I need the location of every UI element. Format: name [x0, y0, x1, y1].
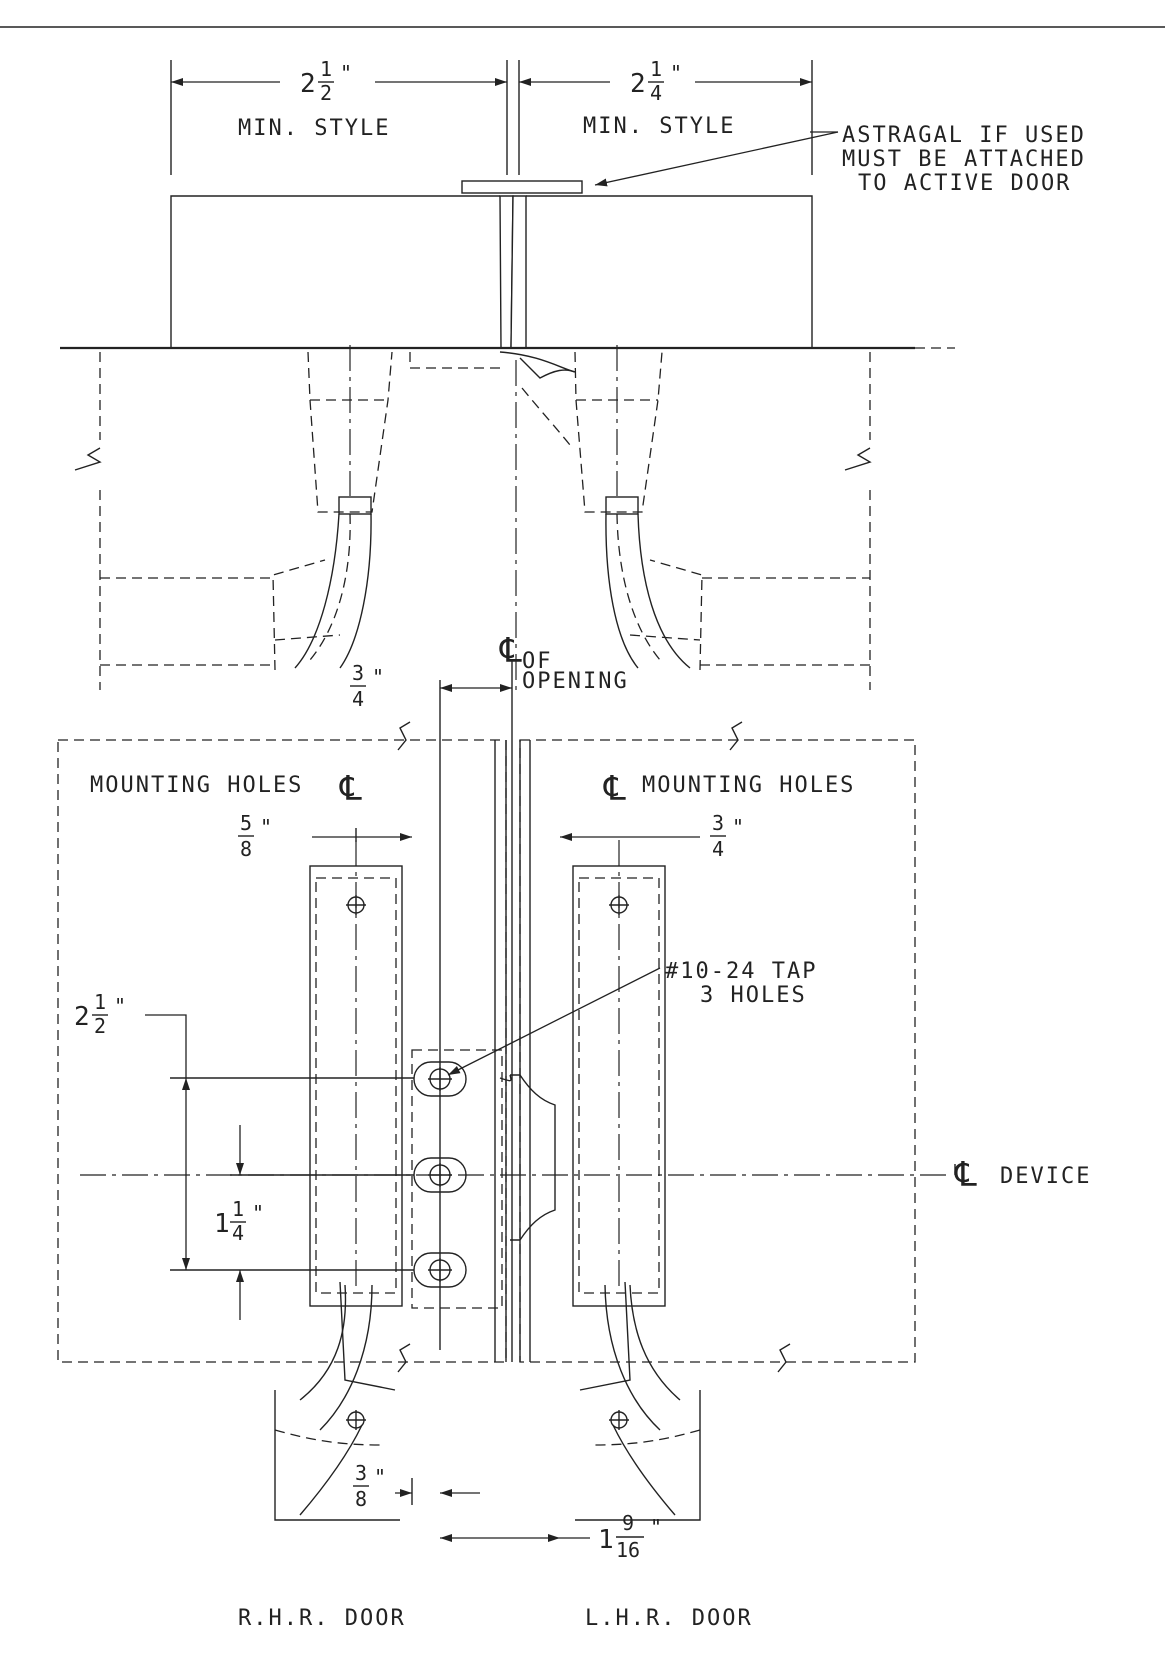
dim-hole-spacing-whole: 1: [214, 1209, 230, 1239]
dim-top-left-unit: ": [340, 61, 352, 85]
mounting-holes-right-label: MOUNTING HOLES: [642, 773, 855, 798]
lhr-door-outline: [519, 739, 916, 1363]
astragal-note-line3: TO ACTIVE DOOR: [858, 171, 1071, 196]
tap-note-line2: 3 HOLES: [700, 983, 807, 1008]
door-section-left: [170, 195, 500, 348]
dim-bottom-small-unit: ": [374, 1465, 386, 1489]
min-style-left-label: MIN. STYLE: [238, 116, 390, 141]
cl-device-symbol: ℄: [954, 1155, 977, 1195]
dim-hole-spacing-den: 4: [232, 1221, 244, 1245]
dim-vertical-span-unit: ": [114, 994, 126, 1018]
dim-hole-spacing-unit: ": [252, 1201, 264, 1225]
dim-right-holes-unit: ": [732, 815, 744, 839]
tap-hole-bottom: [413, 1252, 467, 1288]
dim-right-holes-den: 4: [712, 837, 724, 861]
plan-view: [60, 60, 955, 690]
astragal-leader: [594, 131, 839, 187]
dim-left-holes-unit: ": [260, 815, 272, 839]
dim-opening-offset-num: 3: [352, 661, 364, 685]
rhr-door-outline: [57, 739, 507, 1363]
cl-right-holes-symbol: ℄: [603, 769, 626, 809]
dim-bottom-wide-den: 16: [616, 1538, 640, 1562]
dim-hole-spacing-num: 1: [232, 1197, 244, 1221]
dim-vertical-span-den: 2: [94, 1014, 106, 1038]
dim-bottom-wide-num: 9: [622, 1511, 634, 1535]
dim-opening-offset-unit: ": [372, 665, 384, 689]
dim-vertical-span-whole: 2: [74, 1002, 90, 1032]
dim-top-right-unit: ": [670, 61, 682, 85]
min-style-right-label: MIN. STYLE: [583, 114, 735, 139]
tap-leader: [447, 967, 661, 1076]
dim-left-holes-num: 5: [240, 811, 252, 835]
astragal-note-line1: ASTRAGAL IF USED: [842, 123, 1086, 148]
tap-hole-top: [413, 1061, 467, 1097]
of-opening-line2: OPENING: [522, 669, 629, 694]
dim-top-left-num: 1: [320, 57, 332, 81]
lhr-door-label: L.H.R. DOOR: [585, 1606, 753, 1631]
dim-top-right-den: 4: [650, 81, 662, 105]
rhr-door-label: R.H.R. DOOR: [238, 1606, 406, 1631]
dim-top-right-whole: 2: [630, 69, 646, 99]
dim-opening-offset-den: 4: [352, 687, 364, 711]
of-opening-line1: OF: [522, 649, 553, 674]
dim-bottom-wide-whole: 1: [598, 1525, 614, 1555]
tap-note-line1: #10-24 TAP: [665, 959, 817, 984]
device-label: DEVICE: [1000, 1164, 1091, 1189]
dim-top-left-whole: 2: [300, 69, 316, 99]
dim-bottom-small-num: 3: [355, 1461, 367, 1485]
elevation-view: [57, 660, 956, 1542]
astragal-note-line2: MUST BE ATTACHED: [842, 147, 1086, 172]
dim-right-holes-num: 3: [712, 811, 724, 835]
mounting-holes-left-label: MOUNTING HOLES: [90, 773, 303, 798]
cl-opening-symbol: ℄: [499, 631, 522, 671]
dim-top-right-num: 1: [650, 57, 662, 81]
astragal: [461, 180, 583, 194]
cl-left-holes-symbol: ℄: [339, 769, 362, 809]
door-section-right: [526, 195, 813, 348]
dim-top-left-den: 2: [320, 81, 332, 105]
dim-bottom-wide-unit: ": [650, 1515, 662, 1539]
strike-plate: [411, 1049, 503, 1309]
dim-vertical-span-num: 1: [94, 990, 106, 1014]
dim-left-holes-den: 8: [240, 837, 252, 861]
dim-bottom-small-den: 8: [355, 1487, 367, 1511]
